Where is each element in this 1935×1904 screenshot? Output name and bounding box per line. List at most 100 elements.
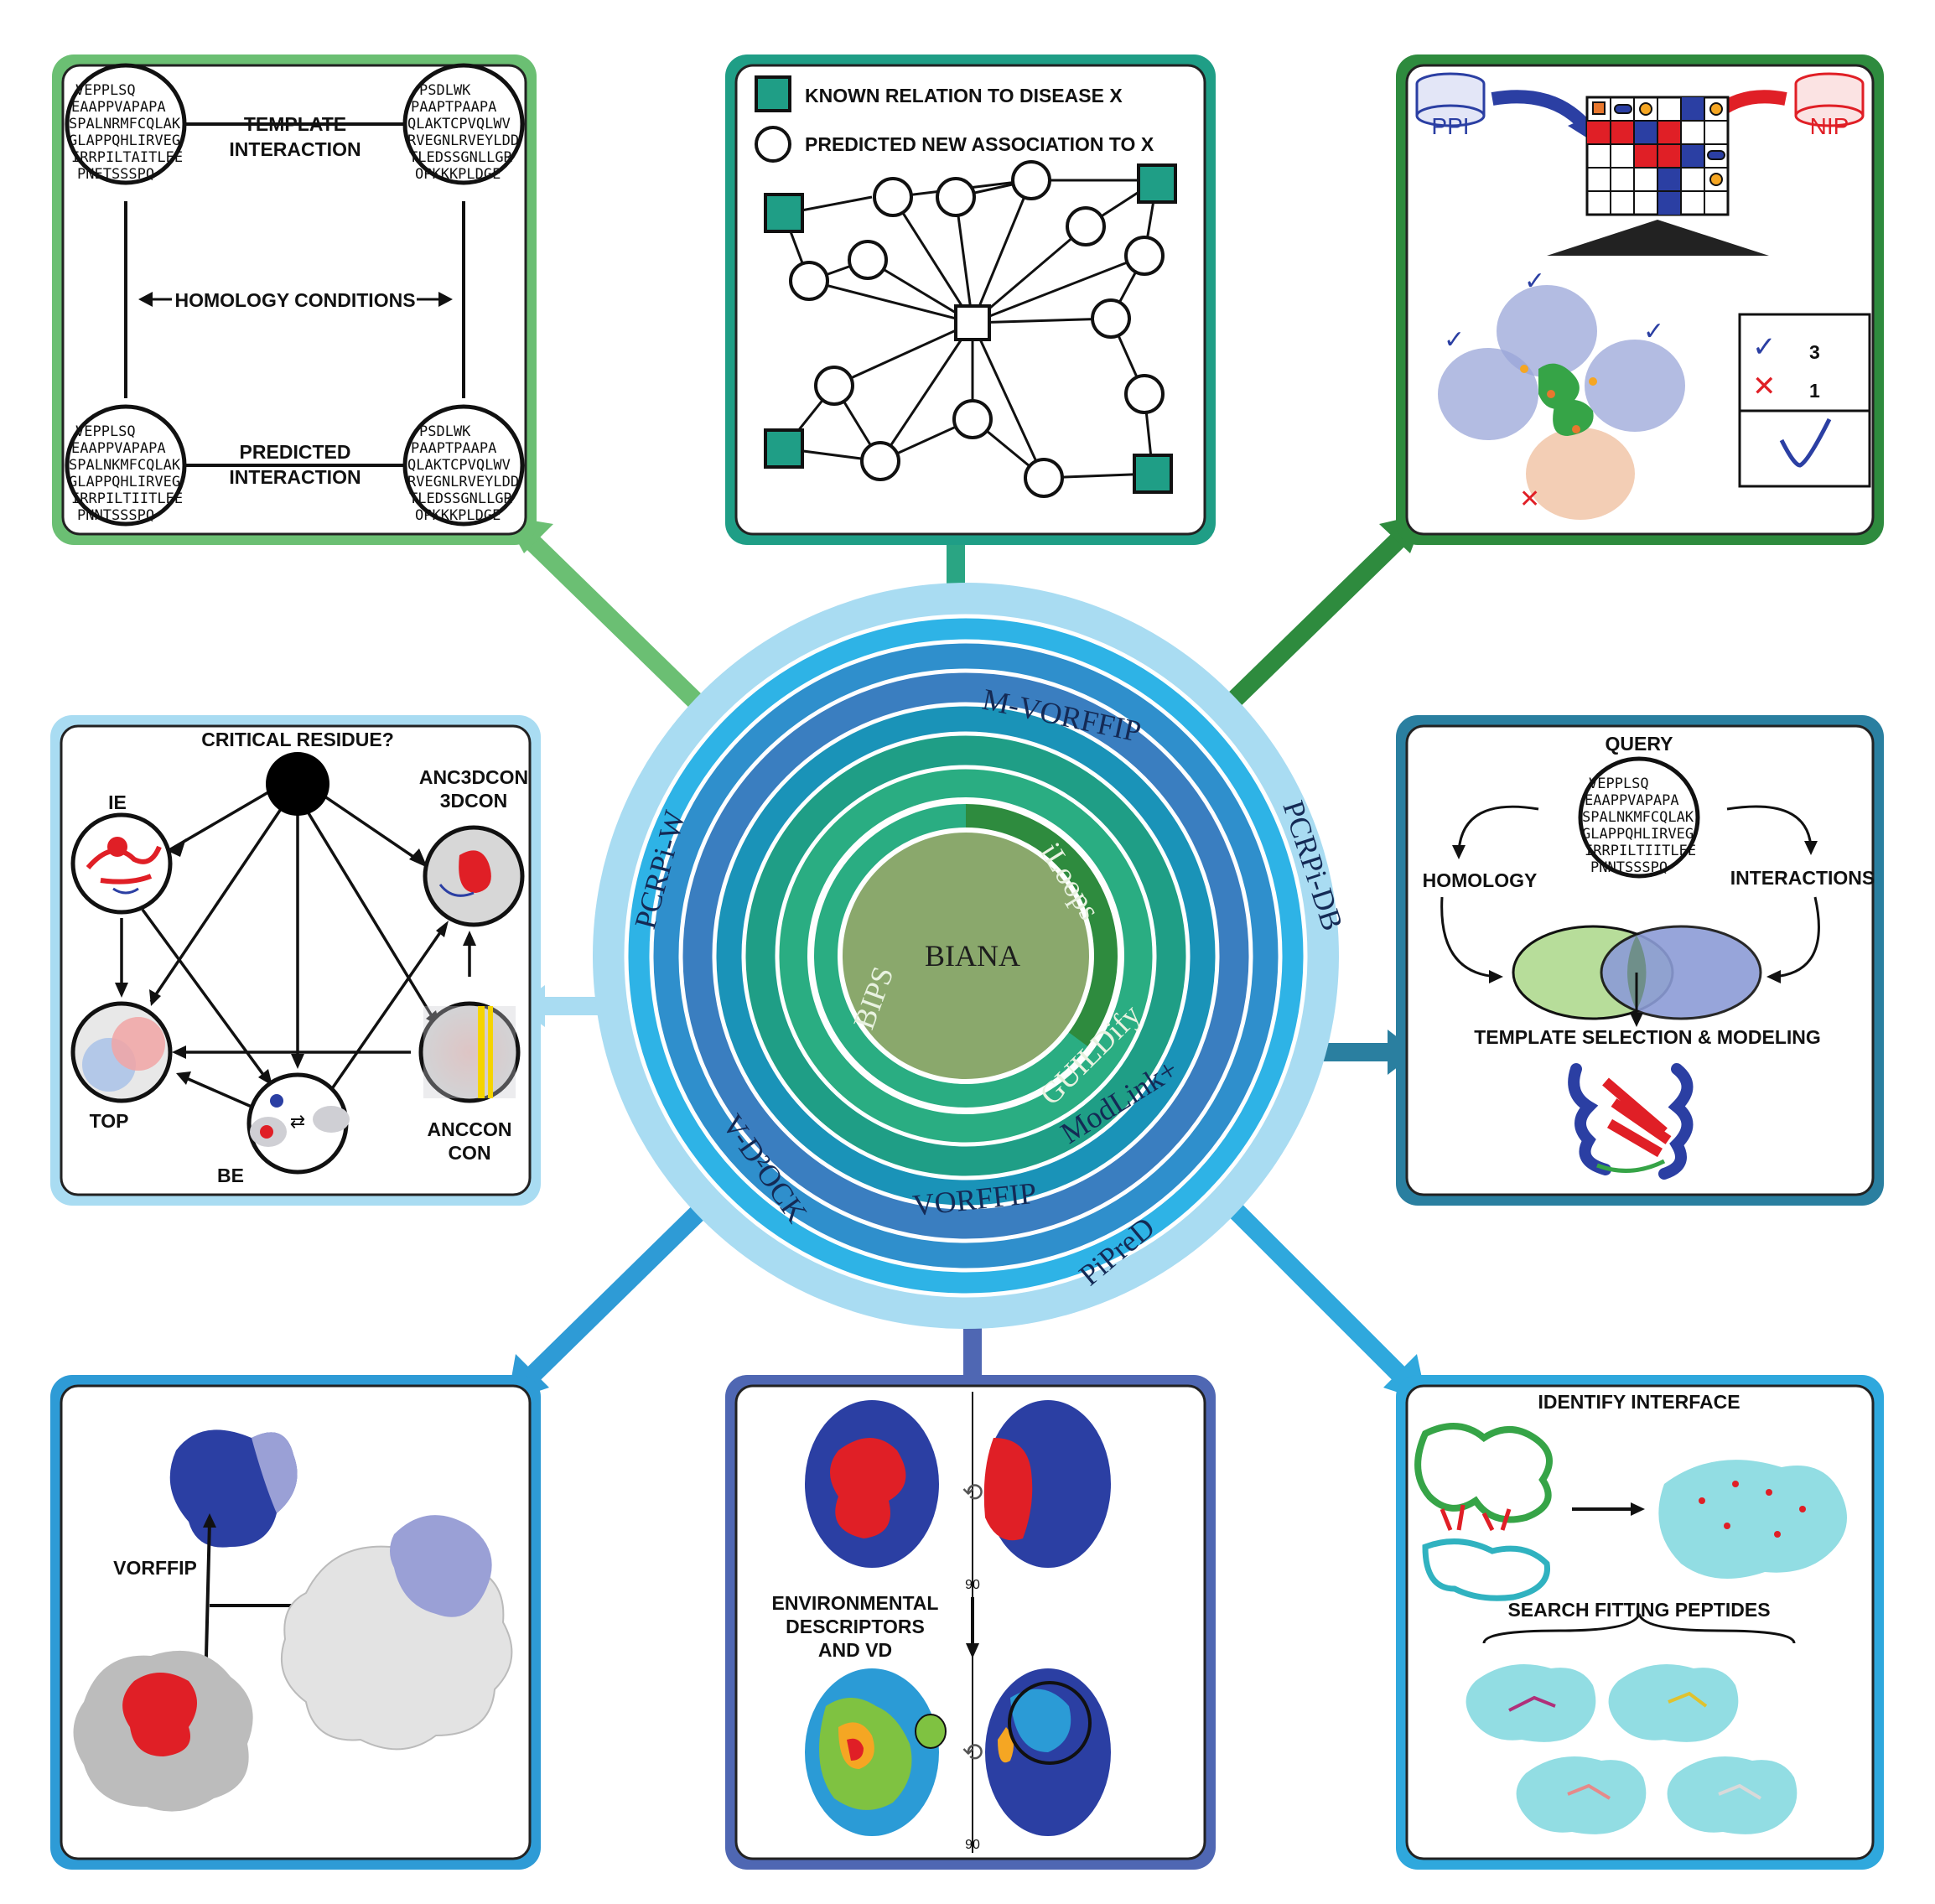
- known-legend-label: KNOWN RELATION TO DISEASE X: [805, 85, 1123, 106]
- network-nodes: [789, 160, 1165, 498]
- interactions-label: INTERACTIONS: [1730, 867, 1875, 889]
- ppi-database-icon: PPI: [1415, 72, 1486, 139]
- svg-text:PNNTSSSPQ: PNNTSSSPQ: [77, 507, 154, 524]
- check-mark-icon: ✓: [1444, 326, 1465, 354]
- svg-text:TLEDSSGNLLGR: TLEDSSGNLLGR: [409, 149, 513, 166]
- interface-surface-top: [1658, 1460, 1847, 1579]
- top-label: TOP: [90, 1110, 129, 1132]
- surface-bottom-right: [985, 1668, 1111, 1836]
- brace-icon: [1482, 1613, 1796, 1644]
- central-ring-diagram: BIANA iLoops BIPS GUILDify M-VORFFIP PCR…: [593, 583, 1350, 1329]
- svg-text:TLEDSSGNLLGR: TLEDSSGNLLGR: [409, 490, 513, 507]
- anc3dcon-node: [423, 825, 525, 927]
- svg-text:PSDLWK: PSDLWK: [419, 82, 471, 99]
- svg-text:VEPPLSQ: VEPPLSQ: [75, 82, 136, 99]
- receptor-protein-surface: [73, 1650, 253, 1812]
- svg-text:PAAPTPAAPA: PAAPTPAAPA: [411, 440, 496, 457]
- svg-text:EAAPPVAPAPA: EAAPPVAPAPA: [1585, 792, 1679, 809]
- svg-text:OPKKKPLDGE: OPKKKPLDGE: [415, 507, 501, 524]
- ie-node: [70, 812, 173, 915]
- anc3dcon-label: ANC3DCON: [419, 766, 528, 788]
- svg-text:EAAPPVAPAPA: EAAPPVAPAPA: [71, 440, 166, 457]
- svg-text:GLAPPQHLIRVEG: GLAPPQHLIRVEG: [69, 132, 180, 149]
- homology-conditions-label: HOMOLOGY CONDITIONS: [174, 289, 415, 311]
- seq-circle-top-right: PSDLWK PAAPTPAAPA QLAKTCPVQLWV RVEGNLRVE…: [402, 63, 525, 185]
- rotate-icon: ⟲: [962, 1739, 983, 1767]
- svg-text:PSDLWK: PSDLWK: [419, 423, 471, 440]
- svg-text:SPALNKMFCQLAK: SPALNKMFCQLAK: [1582, 809, 1694, 826]
- ppi-label: PPI: [1431, 113, 1469, 139]
- 3dcon-label: 3DCON: [440, 790, 508, 812]
- rotation-degrees-bottom: 90: [965, 1838, 980, 1852]
- surface-top-right: [983, 1400, 1111, 1568]
- biana-label: BIANA: [925, 939, 1020, 973]
- svg-text:IRRPILTIITLEE: IRRPILTIITLEE: [1585, 843, 1696, 859]
- env-descriptors-line2: DESCRIPTORS: [786, 1616, 925, 1637]
- rotation-degrees-top: 90: [965, 1578, 980, 1592]
- svg-text:VEPPLSQ: VEPPLSQ: [1589, 776, 1649, 792]
- template-selection-label: TEMPLATE SELECTION & MODELING: [1474, 1026, 1821, 1048]
- interaction-matrix: [1585, 96, 1730, 216]
- top-node: [70, 1001, 173, 1103]
- panel-vdock: VORFFIP: [50, 1375, 541, 1870]
- panel-ppi-nip: PPI NIP: [1396, 54, 1884, 545]
- seq-circle-top-left: VEPPLSQ EAAPPVAPAPA SPALNRMFCQLAK GLAPPQ…: [65, 63, 187, 185]
- query-seq-circle: VEPPLSQ EAAPPVAPAPA SPALNKMFCQLAK GLAPPQ…: [1578, 756, 1700, 879]
- anccon-node: [418, 1001, 521, 1103]
- check-mark-icon: ✓: [1524, 267, 1545, 295]
- template-interaction-line2: INTERACTION: [229, 138, 361, 160]
- score-box: ✓ 3 ✕ 1: [1738, 313, 1871, 488]
- cross-count: 1: [1809, 380, 1820, 402]
- network-hub-node: [954, 304, 991, 341]
- homology-label: HOMOLOGY: [1423, 869, 1538, 891]
- critical-residue-node: [266, 752, 329, 816]
- nip-database-icon: NIP: [1794, 72, 1865, 139]
- seq-circle-bottom-right: PSDLWK PAAPTPAAPA QLAKTCPVQLWV RVEGNLRVE…: [402, 404, 525, 527]
- ligand-protein-surface: [169, 1429, 298, 1548]
- svg-text:GLAPPQHLIRVEG: GLAPPQHLIRVEG: [1582, 826, 1694, 843]
- seq-circle-bottom-left: VEPPLSQ EAAPPVAPAPA SPALNKMFCQLAK GLAPPQ…: [65, 404, 187, 527]
- svg-text:QLAKTCPVQLWV: QLAKTCPVQLWV: [407, 457, 511, 474]
- residue-graph-arrowheads: [115, 838, 476, 1086]
- svg-text:IRRPILTIITLEE: IRRPILTIITLEE: [71, 490, 183, 507]
- docked-complex-surface: [280, 1515, 513, 1751]
- svg-text:RVEGNLRVEYLDD: RVEGNLRVEYLDD: [407, 132, 519, 149]
- env-descriptors-line1: ENVIRONMENTAL: [772, 1592, 939, 1614]
- svg-text:EAAPPVAPAPA: EAAPPVAPAPA: [71, 99, 166, 116]
- surface-top-left: [805, 1400, 939, 1568]
- identify-interface-label: IDENTIFY INTERFACE: [1538, 1391, 1740, 1413]
- cross-mark-icon: ✕: [1519, 485, 1540, 513]
- panel-modlink: QUERY VEPPLSQ EAAPPVAPAPA SPALNKMFCQLAK …: [1396, 715, 1884, 1206]
- search-fitting-peptides-label: SEARCH FITTING PEPTIDES: [1507, 1599, 1770, 1621]
- svg-text:PNNTSSSPQ: PNNTSSSPQ: [1590, 859, 1668, 876]
- svg-text:GLAPPQHLIRVEG: GLAPPQHLIRVEG: [69, 474, 180, 490]
- query-label: QUERY: [1606, 733, 1673, 755]
- rotate-icon: ⟲: [962, 1479, 983, 1507]
- critical-residue-title: CRITICAL RESIDUE?: [201, 729, 394, 750]
- vorffip-label: VORFFIP: [113, 1557, 197, 1579]
- svg-text:SPALNKMFCQLAK: SPALNKMFCQLAK: [69, 457, 181, 474]
- svg-text:RVEGNLRVEYLDD: RVEGNLRVEYLDD: [407, 474, 519, 490]
- be-node: ⇄: [246, 1072, 350, 1175]
- nip-label: NIP: [1810, 113, 1849, 139]
- matrix-zoom-wedge: [1547, 220, 1769, 256]
- be-label: BE: [217, 1165, 244, 1186]
- model-protein-structure: [1568, 1063, 1694, 1180]
- svg-text:IRRPILTAITLEE: IRRPILTAITLEE: [71, 149, 183, 166]
- con-label: CON: [448, 1142, 490, 1164]
- svg-text:OPKKKPLDGE: OPKKKPLDGE: [415, 166, 501, 183]
- check-mark-icon: ✓: [1643, 318, 1664, 345]
- network-known-nodes: [764, 163, 1177, 494]
- predicted-interaction-line1: PREDICTED: [240, 441, 351, 463]
- panel-critical-residue: CRITICAL RESIDUE? IE: [50, 715, 541, 1206]
- exchange-arrows-icon: ⇄: [290, 1111, 305, 1132]
- result-check-icon: [1779, 418, 1832, 468]
- svg-text:SPALNRMFCQLAK: SPALNRMFCQLAK: [69, 116, 181, 132]
- cross-mark-icon: ✕: [1752, 371, 1777, 402]
- peptide-surfaces: [1466, 1664, 1798, 1834]
- known-legend-square: [755, 75, 791, 112]
- panel-pipred: IDENTIFY INTERFACE SEARCH FITTING PEPTID…: [1396, 1375, 1884, 1870]
- svg-text:VEPPLSQ: VEPPLSQ: [75, 423, 136, 440]
- biana-core: [838, 827, 1094, 1084]
